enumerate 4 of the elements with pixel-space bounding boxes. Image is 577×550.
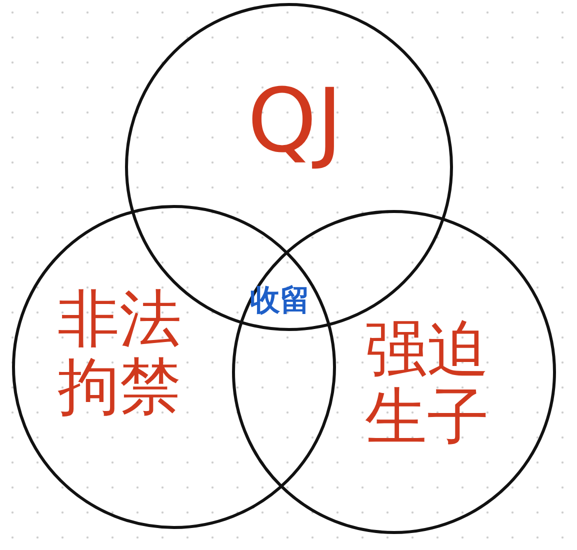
intersection-label: 收留 bbox=[250, 282, 310, 320]
set-label: 强迫生子 bbox=[364, 315, 490, 452]
set-label: QJ bbox=[246, 73, 344, 170]
set-label: 非法拘禁 bbox=[56, 285, 182, 422]
